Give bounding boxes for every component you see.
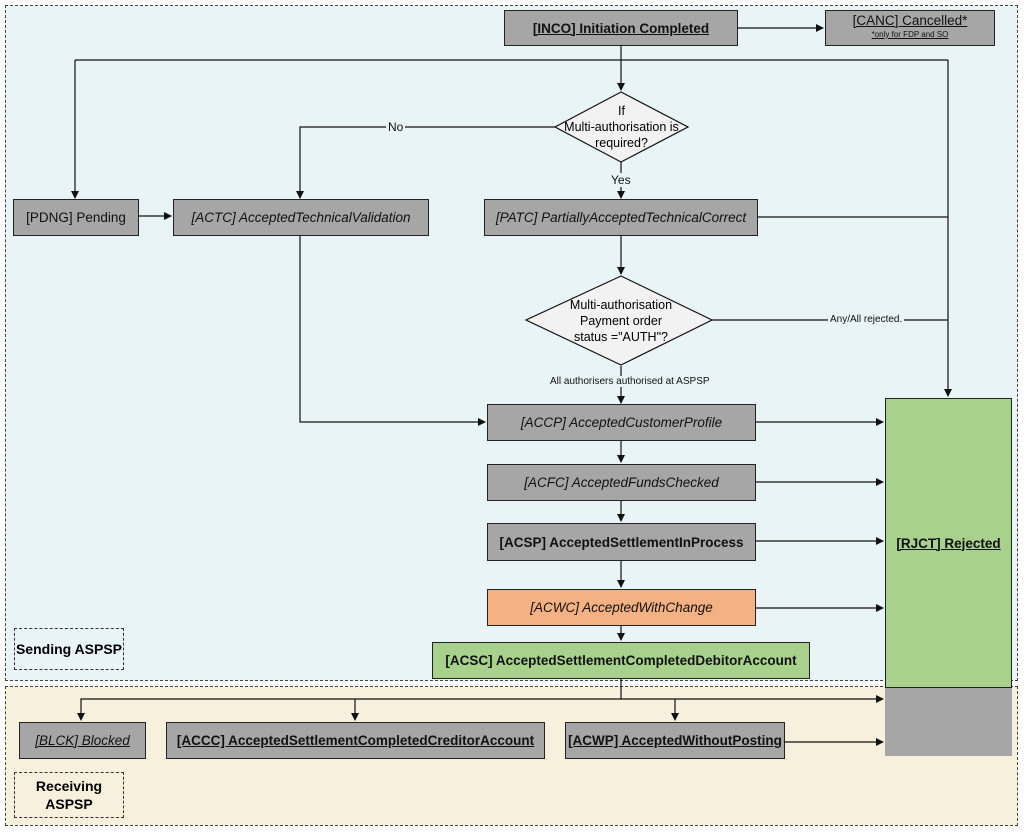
- node-accc-label: [ACCC] AcceptedSettlementCompletedCredit…: [176, 733, 535, 748]
- node-accp[interactable]: [ACCP] AcceptedCustomerProfile: [487, 404, 756, 441]
- node-patc[interactable]: [PATC] PartiallyAcceptedTechnicalCorrect: [484, 199, 758, 236]
- node-rjct[interactable]: [RJCT] Rejected: [885, 398, 1012, 688]
- node-blck[interactable]: [BLCK] Blocked: [19, 722, 146, 759]
- decision-auth-status-text: Multi-authorisation Payment order status…: [541, 295, 701, 347]
- decision2-line3: status ="AUTH"?: [574, 330, 668, 344]
- sending-aspsp-region: [5, 5, 1018, 681]
- node-acsp-label: [ACSP] AcceptedSettlementInProcess: [499, 534, 744, 550]
- decision-multi-auth-required: [553, 91, 690, 163]
- sending-aspsp-label: Sending ASPSP: [14, 628, 124, 670]
- node-acsc[interactable]: [ACSC] AcceptedSettlementCompletedDebito…: [432, 642, 810, 679]
- edge-label-any-rejected: Any/All rejected.: [828, 314, 905, 325]
- node-inco-label: [INCO] Initiation Completed: [532, 20, 710, 36]
- receiving-label-line2: ASPSP: [45, 796, 93, 812]
- node-acwc-label: [ACWC] AcceptedWithChange: [530, 600, 713, 615]
- edge-label-yes: Yes: [609, 173, 633, 187]
- decision2-line1: Multi-authorisation: [569, 298, 673, 312]
- node-rjct-label: [RJCT] Rejected: [896, 535, 1001, 551]
- decision1-line1: If: [618, 104, 625, 118]
- node-blck-label: [BLCK] Blocked: [35, 733, 130, 748]
- node-acwp[interactable]: [ACWP] AcceptedWithoutPosting: [565, 722, 785, 759]
- node-pdng[interactable]: [PDNG] Pending: [13, 199, 139, 236]
- node-acsp[interactable]: [ACSP] AcceptedSettlementInProcess: [487, 523, 756, 561]
- edge-no-actc: [296, 126, 555, 199]
- edge-acsc-blck: [77, 679, 622, 721]
- node-canc[interactable]: [CANC] Cancelled* *only for FDP and SO: [825, 10, 995, 46]
- node-acsc-label: [ACSC] AcceptedSettlementCompletedDebito…: [445, 653, 797, 668]
- node-canc-label: [CANC] Cancelled*: [852, 13, 968, 28]
- node-acfc[interactable]: [ACFC] AcceptedFundsChecked: [487, 464, 756, 501]
- node-acwc[interactable]: [ACWC] AcceptedWithChange: [487, 589, 756, 626]
- decision-auth-status: [524, 275, 714, 366]
- node-actc-label: [ACTC] AcceptedTechnicalValidation: [191, 210, 411, 225]
- rjct-receiving-extension: [885, 688, 1012, 756]
- receiving-aspsp-label: Receiving ASPSP: [14, 772, 124, 818]
- node-accc[interactable]: [ACCC] AcceptedSettlementCompletedCredit…: [166, 722, 545, 759]
- receiving-label-line1: Receiving: [35, 778, 103, 794]
- edge-label-no: No: [386, 120, 406, 134]
- edge-actc-accp: [299, 236, 486, 426]
- node-pdng-label: [PDNG] Pending: [26, 210, 126, 225]
- decision2-line2: Payment order: [580, 314, 662, 328]
- node-acfc-label: [ACFC] AcceptedFundsChecked: [524, 475, 719, 490]
- node-patc-label: [PATC] PartiallyAcceptedTechnicalCorrect: [495, 210, 747, 225]
- node-accp-label: [ACCP] AcceptedCustomerProfile: [520, 415, 723, 430]
- decision1-line3: required?: [595, 136, 648, 150]
- node-inco[interactable]: [INCO] Initiation Completed: [504, 10, 738, 46]
- decision1-line2: Multi-authorisation is: [564, 120, 679, 134]
- edge-label-all-authorised: All authorisers authorised at ASPSP: [548, 376, 712, 387]
- node-canc-note: *only for FDP and SO: [871, 30, 949, 39]
- decision-multi-auth-text: If Multi-authorisation is required?: [555, 102, 688, 152]
- node-acwp-label: [ACWP] AcceptedWithoutPosting: [568, 733, 782, 748]
- node-actc[interactable]: [ACTC] AcceptedTechnicalValidation: [173, 199, 429, 236]
